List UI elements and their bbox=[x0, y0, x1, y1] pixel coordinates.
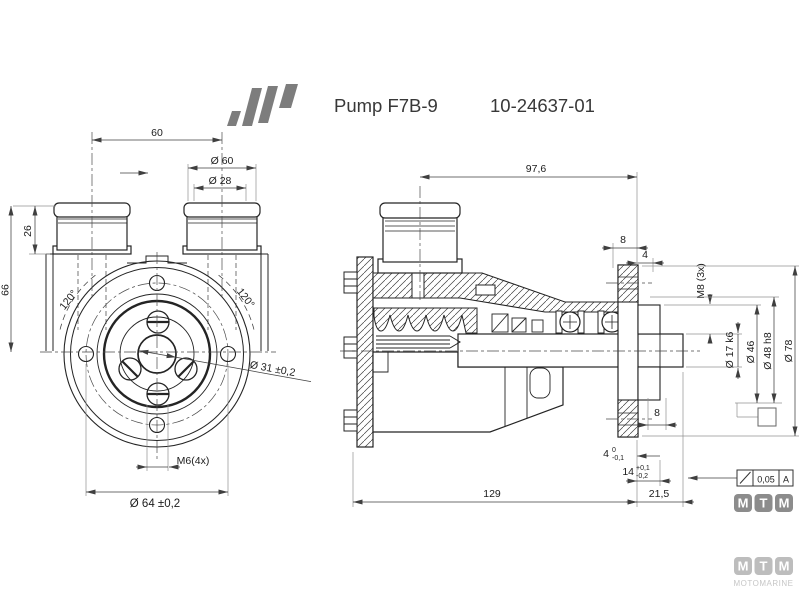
side-dim-flange-offset: 8 bbox=[602, 234, 648, 268]
dim-label-129: 129 bbox=[483, 488, 501, 500]
dim-label-d46: Ø 46 bbox=[745, 340, 757, 363]
side-left-flange bbox=[343, 256, 374, 448]
mtm-top-letter-1: M bbox=[738, 496, 749, 511]
front-view: 60 Ø 60 Ø 28 66 26 bbox=[0, 127, 312, 510]
mtm-top-letter-2: T bbox=[760, 496, 768, 511]
side-shaft bbox=[457, 333, 684, 368]
dim-label-215: 21,5 bbox=[649, 488, 670, 500]
side-dim-hub-width: 8 bbox=[637, 398, 677, 430]
side-seal-pack bbox=[491, 313, 544, 333]
dim-label-d28: Ø 28 bbox=[209, 175, 232, 187]
dim-label-14-tol-lower: -0,2 bbox=[636, 473, 648, 480]
mtm-top-letter-3: M bbox=[779, 496, 790, 511]
mtm-bottom-letter-1: M bbox=[738, 559, 749, 574]
dim-label-4-top: 4 bbox=[642, 249, 648, 261]
front-dim-hose-id: Ø 28 bbox=[193, 175, 247, 201]
runout-value: 0,05 bbox=[757, 475, 775, 485]
front-dim-screws: M6(4x) bbox=[136, 405, 209, 471]
mtm-logo-bottom: M T M MOTOMARINE bbox=[734, 557, 794, 588]
dim-label-14-val: 14 bbox=[622, 466, 634, 478]
dim-label-60: 60 bbox=[151, 127, 163, 139]
side-dim-flange-od: Ø 78 bbox=[642, 265, 799, 437]
motomarine-caption: MOTOMARINE bbox=[734, 579, 794, 588]
side-view: 97,6 8 4 M8 (3x) Ø 17 k6 bbox=[340, 163, 799, 507]
front-hidden-bores bbox=[77, 255, 237, 330]
dim-label-d60: Ø 60 bbox=[211, 155, 234, 167]
side-centerlines bbox=[340, 186, 700, 352]
drawing-part-number: 10-24637-01 bbox=[490, 95, 595, 116]
maker-logo bbox=[227, 84, 298, 126]
dim-label-8-top: 8 bbox=[620, 234, 626, 246]
dim-label-66: 66 bbox=[0, 284, 12, 296]
dim-label-4-tol-lower: -0,1 bbox=[612, 455, 624, 462]
front-cover-screws bbox=[118, 310, 198, 406]
dim-label-m8: M8 (3x) bbox=[695, 263, 707, 299]
side-dim-recess: 14 +0,1 -0,2 bbox=[622, 440, 671, 507]
front-hose-ports bbox=[52, 202, 262, 255]
dim-label-4-val: 4 bbox=[603, 448, 609, 460]
dim-label-26: 26 bbox=[22, 225, 34, 237]
side-dim-flange-step: 4 bbox=[626, 249, 664, 272]
side-datum-square bbox=[736, 403, 777, 427]
dim-label-14-tol-upper: +0,1 bbox=[636, 465, 650, 472]
dim-label-d17: Ø 17 k6 bbox=[724, 331, 736, 368]
mtm-bottom-letter-2: T bbox=[760, 559, 768, 574]
side-impeller-vanes bbox=[376, 335, 461, 349]
mtm-logo-top: M T M bbox=[734, 494, 793, 512]
dim-label-d31: Ø 31 ±0,2 bbox=[249, 359, 297, 379]
dim-label-976: 97,6 bbox=[526, 163, 547, 175]
side-bearings bbox=[555, 310, 627, 334]
angle-label-left: 120° bbox=[57, 288, 80, 313]
front-dim-hose-od: Ø 60 bbox=[187, 155, 257, 201]
dim-label-d48: Ø 48 h8 bbox=[762, 332, 774, 370]
side-dim-spigot: Ø 48 h8 bbox=[650, 296, 779, 403]
side-runout-frame: 0,05 A bbox=[688, 469, 794, 487]
runout-symbol-icon bbox=[739, 471, 751, 484]
front-dim-hose-spacing: 60 bbox=[92, 127, 222, 143]
runout-datum: A bbox=[783, 475, 789, 485]
front-dim-bolt-circle: Ø 64 ±0,2 bbox=[85, 364, 229, 510]
dim-label-d78: Ø 78 bbox=[783, 339, 795, 362]
side-cam-liner bbox=[373, 307, 478, 334]
drawing-title: Pump F7B-9 bbox=[334, 95, 438, 116]
dim-label-4-tol-upper: 0 bbox=[612, 447, 616, 454]
side-dim-shaft: Ø 17 k6 bbox=[686, 322, 742, 379]
dim-label-d64: Ø 64 ±0,2 bbox=[130, 498, 180, 510]
dim-label-m6: M6(4x) bbox=[177, 455, 210, 467]
side-dim-shaft-extension: 21,5 bbox=[626, 372, 694, 507]
dim-label-8-bottom: 8 bbox=[654, 407, 660, 419]
side-dim-pilot-bore: Ø 46 bbox=[735, 305, 782, 404]
mtm-bottom-letter-3: M bbox=[779, 559, 790, 574]
side-dim-step: 4 0 -0,1 bbox=[603, 447, 660, 462]
front-dim-hose-height: 26 bbox=[22, 206, 50, 255]
side-dim-m8: M8 (3x) bbox=[664, 263, 761, 344]
front-dim-center-bore: Ø 31 ±0,2 bbox=[138, 349, 312, 382]
side-dim-overall-length: 129 bbox=[352, 452, 637, 507]
